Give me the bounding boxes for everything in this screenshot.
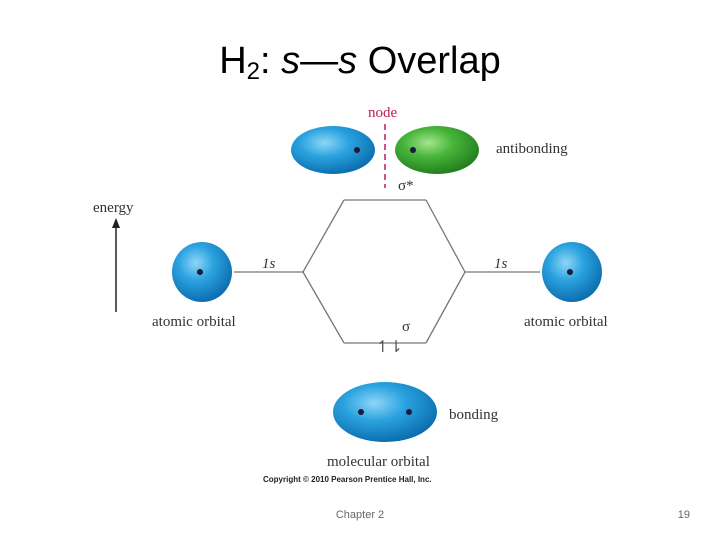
node-label: node bbox=[368, 105, 398, 121]
nucleus-dot bbox=[197, 269, 203, 275]
nucleus-dot bbox=[354, 147, 360, 153]
page-title: H2: s—s Overlap bbox=[219, 40, 501, 85]
electron-pair: ↿⇂ bbox=[376, 337, 403, 356]
orbital-1s-right: 1s bbox=[494, 256, 508, 272]
nucleus-dot bbox=[358, 409, 364, 415]
footer-page-number: 19 bbox=[677, 509, 690, 521]
antibonding-label: antibonding bbox=[496, 141, 568, 157]
sigma-star-label: σ* bbox=[398, 178, 414, 194]
copyright-text: Copyright © 2010 Pearson Prentice Hall, … bbox=[263, 475, 432, 484]
antibonding-lobe-green bbox=[395, 126, 479, 174]
footer-chapter: Chapter 2 bbox=[335, 509, 385, 521]
energy-levels bbox=[234, 199, 540, 344]
sigma-label: σ bbox=[402, 319, 410, 335]
atomic-orbital-left-label: atomic orbital bbox=[152, 314, 236, 330]
atomic-orbital-right-label: atomic orbital bbox=[524, 314, 608, 330]
energy-arrowhead bbox=[112, 218, 120, 228]
nucleus-dot bbox=[567, 269, 573, 275]
bonding-label: bonding bbox=[449, 407, 499, 423]
bonding-orbital bbox=[333, 382, 437, 442]
molecular-orbital-label: molecular orbital bbox=[327, 454, 430, 470]
energy-label: energy bbox=[93, 200, 134, 216]
orbital-1s-left: 1s bbox=[262, 256, 276, 272]
nucleus-dot bbox=[410, 147, 416, 153]
antibonding-lobe-blue bbox=[291, 126, 375, 174]
nucleus-dot bbox=[406, 409, 412, 415]
